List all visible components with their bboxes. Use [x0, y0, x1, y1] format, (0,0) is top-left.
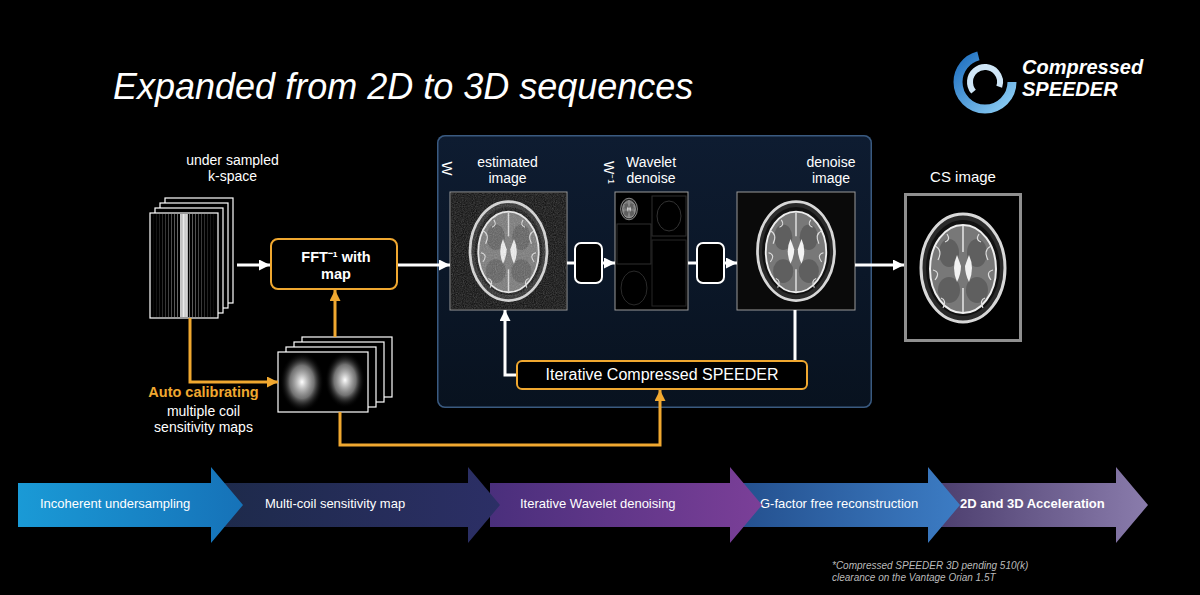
kspace-slice: [165, 198, 233, 303]
step-chevron: G-factor free reconstruction: [738, 467, 960, 543]
step-chevron: Multi-coil sensitivity map: [210, 467, 500, 543]
node-label: G-factor free reconstruction: [760, 497, 918, 512]
operator-symbol: W⁻¹: [600, 161, 619, 184]
node-label: multiple coil sensitivity maps: [136, 403, 271, 435]
kspace-slice: [155, 208, 223, 313]
coil-map-stack: [278, 337, 392, 412]
node-label: under sampled k-space: [180, 152, 285, 184]
chevron-arrow: [930, 467, 1148, 543]
kspace-stack: [150, 198, 233, 318]
coil-map: [286, 347, 376, 407]
kspace-stack: under sampled k-space: [150, 198, 237, 318]
node-label: 2D and 3D Acceleration: [960, 497, 1105, 512]
node-label: estimated image: [460, 154, 555, 186]
flow-arrow: [688, 262, 737, 265]
kspace-slice: [150, 213, 218, 318]
node-label: FFT⁻¹ with map: [286, 249, 386, 282]
estimated-image: [450, 192, 567, 310]
footnote: *Compressed SPEEDER 3D pending 510(k) cl…: [832, 560, 1047, 584]
chevron-arrow: [738, 467, 960, 543]
image-frame: [615, 192, 688, 310]
node-label: CS image: [907, 168, 1019, 185]
chevron-arrow: [210, 467, 500, 543]
coil-map-stack: Auto calibratingmultiple coil sensitivit…: [278, 337, 392, 412]
flow-arrow: [340, 390, 660, 445]
chevron-arrow: [490, 467, 762, 543]
flow-arrow: [398, 264, 450, 267]
denoised-image: [737, 192, 855, 310]
coil-map: [302, 337, 392, 397]
kspace-fade: [151, 214, 217, 317]
image-noise: [451, 193, 566, 309]
operator-symbol: W: [439, 161, 456, 175]
wavelet-detail: [657, 201, 681, 231]
node-label: denoise image: [795, 154, 867, 186]
output-image: CS image: [904, 193, 1022, 342]
kspace-center: [180, 214, 188, 317]
image-box: estimated image: [450, 192, 567, 310]
step-chevron: 2D and 3D Acceleration: [930, 467, 1148, 543]
brain-thumbnail: [621, 198, 638, 220]
coil-map: [278, 352, 368, 412]
node-label: Wavelet denoise: [610, 154, 692, 186]
brain-slice: [758, 202, 835, 301]
image-box: Wavelet denoise: [615, 192, 688, 310]
flow-arrow: [334, 290, 337, 337]
operator-box: [697, 243, 724, 283]
logo-swirl: [958, 55, 1012, 109]
image-box: denoise image: [737, 192, 855, 310]
sensitivity-blob: [325, 352, 365, 408]
logo-ring: [964, 61, 1006, 103]
wavelet-subband: [652, 196, 686, 236]
iteration-panel: estimated imageWavelet denoisedenoise im…: [437, 135, 872, 408]
cs-image: [907, 196, 1019, 339]
flow-arrow: [505, 310, 516, 375]
logo-text: Compressed SPEEDER: [1022, 56, 1157, 100]
logo-ring: [958, 55, 1012, 109]
flow-arrow: [190, 318, 278, 382]
process-box: Iterative Compressed SPEEDER: [516, 360, 808, 390]
step-chevron: Iterative Wavelet denoising: [490, 467, 762, 543]
wavelet-detail: [621, 271, 647, 305]
step-chevron: Incoherent undersampling: [18, 467, 243, 543]
wavelet-image: [615, 192, 688, 310]
wavelet-subband: [652, 240, 686, 306]
slide-title: Expanded from 2D to 3D sequences: [113, 66, 693, 108]
node-label: Iterative Compressed SPEEDER: [518, 366, 806, 384]
flow-arrow: [794, 310, 797, 360]
wavelet-subband: [617, 224, 651, 264]
coil-map: [294, 342, 384, 402]
process-box: FFT⁻¹ with map: [270, 238, 398, 290]
image-frame: [737, 192, 855, 310]
kspace-slice: [160, 203, 228, 308]
operator-box: [575, 243, 602, 283]
brain-slice: [921, 214, 1005, 322]
image-frame: [907, 196, 1019, 339]
brain-slice: [470, 202, 547, 301]
image-frame: [450, 192, 567, 310]
kspace-lines: [151, 214, 217, 317]
chevron-arrow: [18, 467, 243, 543]
node-label: Iterative Wavelet denoising: [520, 497, 676, 512]
flow-arrow: [237, 264, 270, 267]
node-label: Auto calibrating: [136, 384, 271, 401]
node-label: Multi-coil sensitivity map: [265, 497, 405, 512]
node-label: Incoherent undersampling: [40, 497, 190, 512]
flow-arrow: [567, 262, 615, 265]
sensitivity-blob: [280, 352, 324, 412]
flow-arrow: [855, 264, 904, 267]
